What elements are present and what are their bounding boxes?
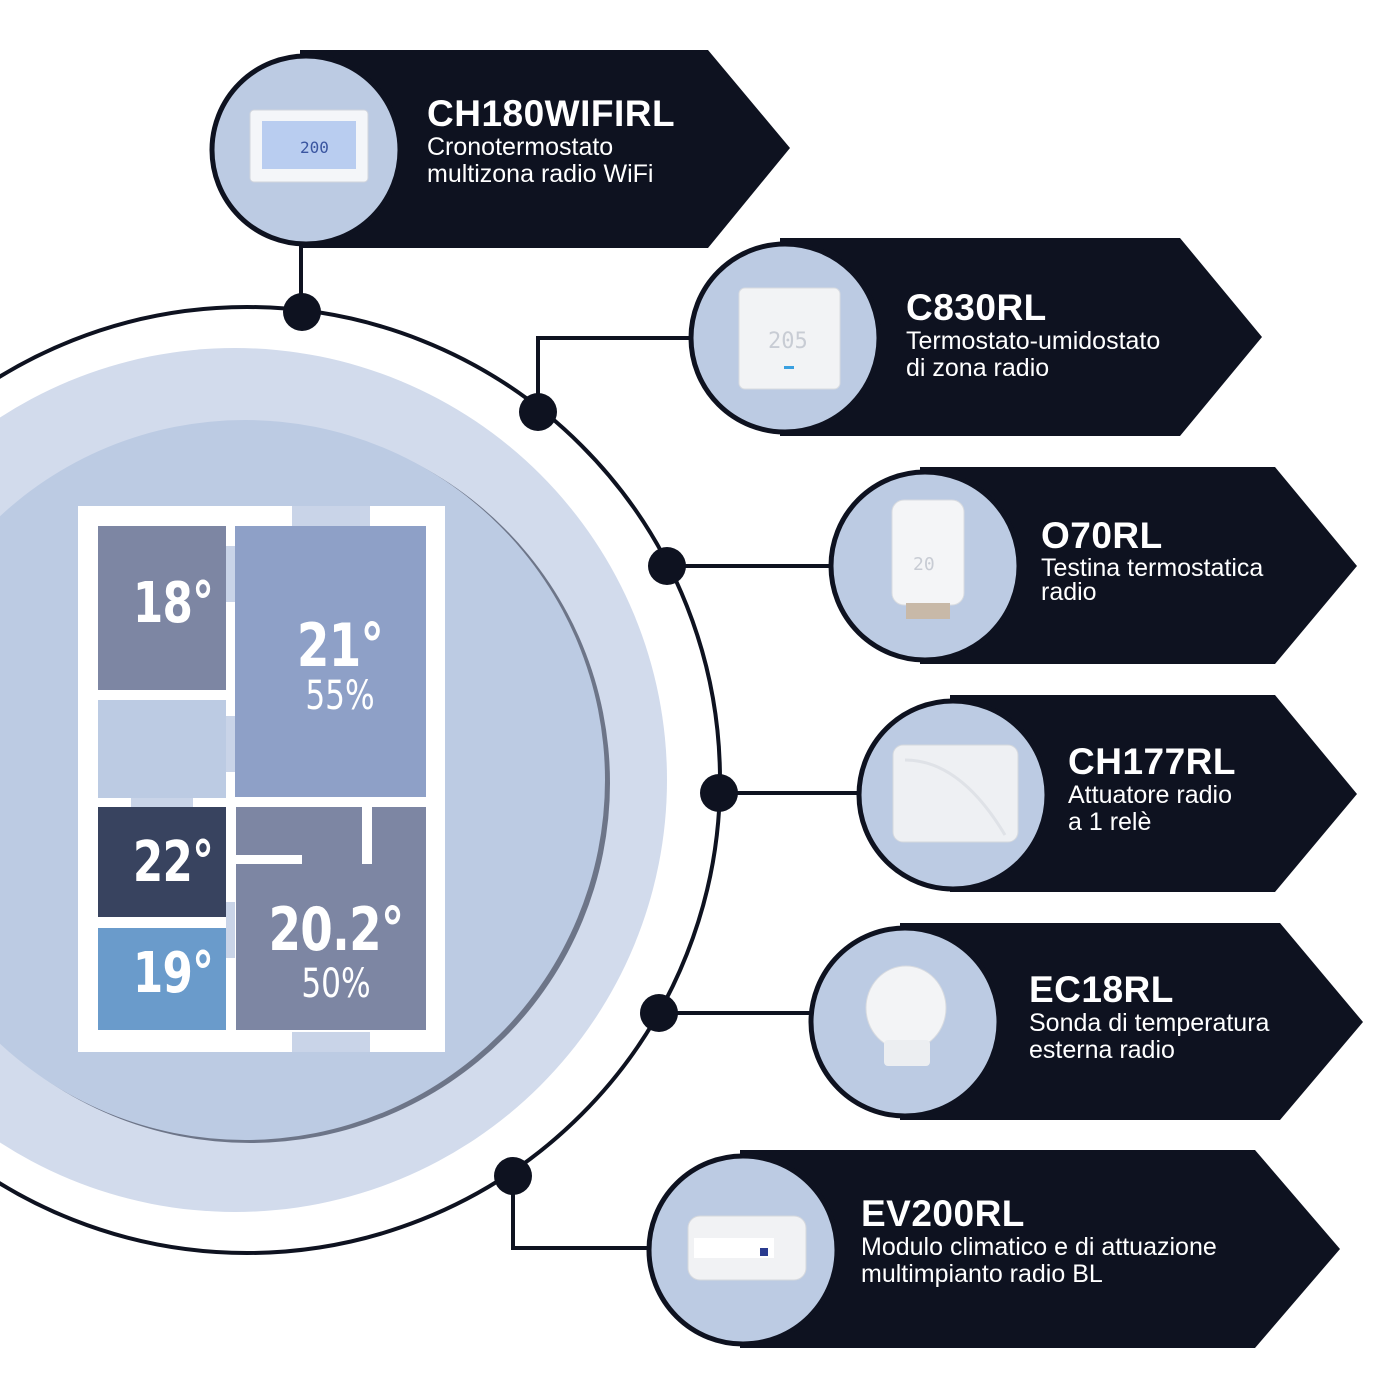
room-18 [98, 526, 226, 690]
product-desc-line1: Attuatore radio [1068, 780, 1232, 809]
room-22 [98, 807, 226, 917]
room-21 [235, 526, 426, 797]
climate-module-icon [687, 1215, 807, 1281]
floor-plan [78, 506, 445, 1052]
product-name: EV200RL [861, 1193, 1025, 1234]
room-18-temp: 18° [132, 571, 214, 636]
product-desc-line2: multimpianto radio BL [861, 1259, 1103, 1288]
product-desc-line2: a 1 relè [1068, 807, 1152, 836]
room-21-temp: 21° [296, 611, 384, 681]
connectors [299, 240, 868, 1250]
product-ch180wifirl: CH180WIFIRL Cronotermostato multizona ra… [427, 93, 676, 188]
room-20-2 [236, 807, 426, 1030]
svg-text:20: 20 [913, 554, 935, 575]
product-desc-line2: multizona radio WiFi [427, 159, 654, 188]
wall-chronothermostat-icon: 200 [249, 109, 369, 183]
room-20-2-humidity: 50% [301, 961, 371, 1007]
product-name: EC18RL [1029, 969, 1174, 1010]
thermostat-icon: 205 [738, 287, 841, 390]
product-name: CH177RL [1068, 741, 1236, 782]
product-name: CH180WIFIRL [427, 93, 676, 134]
product-c830rl: C830RL Termostato-umidostato di zona rad… [906, 287, 1161, 382]
product-desc-line2: radio [1041, 578, 1097, 607]
room-21-humidity: 55% [305, 673, 375, 719]
product-ec18rl: EC18RL Sonda di temperatura esterna radi… [1029, 969, 1270, 1064]
svg-text:205: 205 [768, 329, 808, 354]
product-o70rl: O70RL Testina termostatica radio [1041, 515, 1264, 607]
room-22-temp: 22° [132, 830, 214, 895]
product-name: C830RL [906, 287, 1047, 328]
room-20-2-temp: 20.2° [268, 895, 405, 965]
outdoor-sensor-icon [865, 965, 947, 1066]
room-19-temp: 19° [132, 941, 214, 1006]
room-unlabeled [98, 700, 226, 798]
product-desc-line1: Sonda di temperatura [1029, 1008, 1270, 1037]
product-desc-line1: Termostato-umidostato [906, 326, 1161, 355]
connector-dots [283, 293, 738, 1195]
product-desc-line1: Cronotermostato [427, 132, 614, 161]
banners [209, 50, 1363, 1348]
product-desc-line1: Testina termostatica [1041, 553, 1264, 582]
product-ev200rl: EV200RL Modulo climatico e di attuazione… [861, 1193, 1217, 1288]
product-desc-line1: Modulo climatico e di attuazione [861, 1232, 1217, 1261]
svg-text:200: 200 [300, 138, 329, 157]
actuator-icon [892, 744, 1019, 843]
room-19 [98, 928, 226, 1030]
product-desc-line2: di zona radio [906, 353, 1050, 382]
thermostatic-head-icon: 20 [891, 499, 965, 619]
product-ch177rl: CH177RL Attuatore radio a 1 relè [1068, 741, 1236, 836]
product-name: O70RL [1041, 515, 1163, 556]
product-desc-line2: esterna radio [1029, 1035, 1175, 1064]
